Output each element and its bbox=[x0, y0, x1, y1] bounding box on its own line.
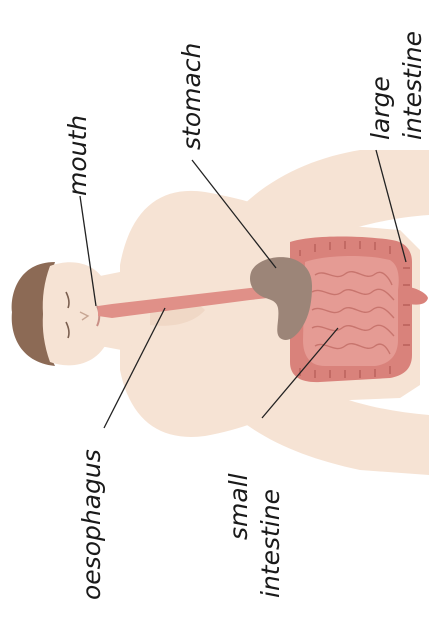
label-small-intestine-line2: intestine bbox=[256, 489, 285, 598]
label-small-intestine-line1: small bbox=[224, 473, 253, 540]
label-oesophagus: oesophagus bbox=[77, 449, 106, 600]
label-large-intestine-line2: intestine bbox=[398, 31, 427, 140]
head bbox=[12, 262, 113, 366]
label-mouth: mouth bbox=[63, 115, 92, 196]
label-large-intestine-line1: large bbox=[366, 76, 395, 140]
small-intestine bbox=[303, 256, 399, 366]
label-stomach: stomach bbox=[177, 43, 206, 150]
